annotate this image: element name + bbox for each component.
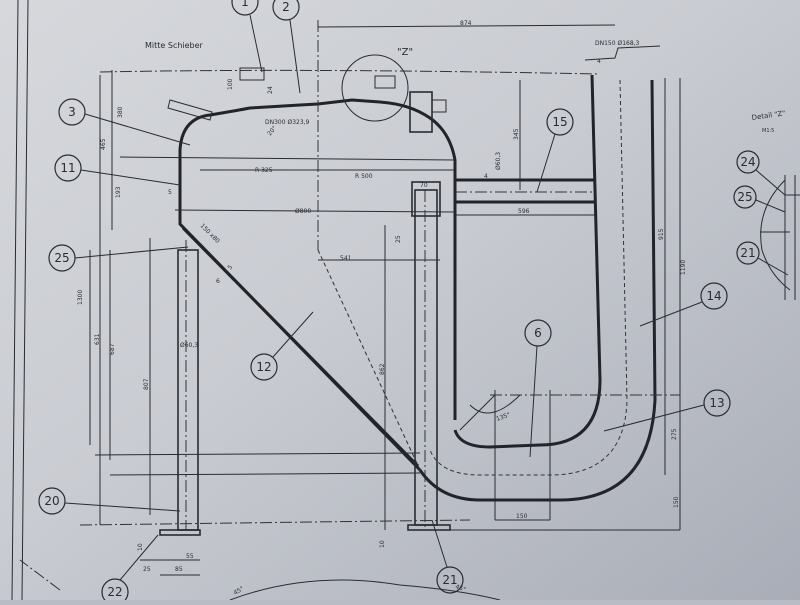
svg-text:1: 1 (241, 0, 249, 9)
balloon-6: 6 (524, 319, 552, 458)
balloon-12: 12 (250, 311, 314, 381)
foot-plate-right (407, 524, 451, 531)
flange-z (374, 75, 396, 89)
dim-55: 55 (186, 553, 194, 560)
dim-100: 100 (227, 78, 234, 90)
dim-465: 465 (100, 138, 107, 150)
detail-balloon-21: 21 (736, 241, 789, 276)
detail-balloon-24: 24 (736, 150, 786, 196)
balloon-22: 22 (101, 534, 159, 605)
dim-4b: 4 (597, 58, 601, 65)
part-balloons: 1 2 3 11 25 12 20 22 21 6 13 14 15 24 25… (38, 0, 789, 605)
dim-541: 541 (340, 255, 352, 262)
sheet-border (11, 0, 19, 601)
sheet-border-inner (21, 0, 29, 601)
dim-70: 70 (420, 182, 428, 189)
svg-text:21: 21 (442, 573, 457, 587)
balloon-25: 25 (48, 244, 189, 272)
balloon-3: 3 (58, 98, 191, 146)
label-mitte-schieber: Mitte Schieber (145, 41, 204, 50)
svg-text:20: 20 (44, 494, 59, 508)
dim-193: 193 (115, 186, 122, 198)
dim-135deg: 135° (495, 411, 511, 423)
dim-85: 85 (175, 566, 183, 573)
svg-text:24: 24 (740, 155, 755, 169)
flange-left (239, 67, 265, 81)
dim-d800: Ø800 (295, 208, 311, 215)
dim-45deg-a: 45° (233, 585, 246, 596)
dim-dn300: DN300 Ø323,9 (265, 119, 310, 126)
svg-text:22: 22 (107, 585, 122, 599)
dim-1300: 1300 (77, 290, 84, 305)
dim-25b: 25 (143, 566, 151, 573)
dim-24: 24 (267, 86, 274, 94)
dim-596: 596 (518, 208, 530, 215)
svg-text:21: 21 (740, 246, 755, 260)
dim-5b: 5 (226, 264, 234, 272)
dim-d603b: Ø60,3 (495, 152, 502, 170)
detail-z-circle (341, 54, 409, 122)
lower-view-arc (229, 579, 501, 601)
svg-text:15: 15 (552, 115, 567, 129)
balloon-14: 14 (639, 282, 728, 327)
svg-text:25: 25 (737, 190, 752, 204)
dim-10b: 10 (137, 543, 144, 551)
balloon-2: 2 (272, 0, 301, 94)
dim-915: 915 (658, 228, 665, 240)
svg-text:13: 13 (709, 396, 724, 410)
svg-text:6: 6 (534, 326, 542, 340)
balloon-15: 15 (536, 108, 574, 193)
dim-631: 631 (94, 333, 101, 345)
dim-r500: R 500 (355, 173, 373, 180)
dim-pipe: DN150 Ø168,3 (595, 40, 640, 47)
detail-z-view (760, 175, 800, 300)
balloon-1: 1 (231, 0, 263, 73)
dim-150-vert: 150 (673, 496, 680, 508)
dim-5: 5 (168, 189, 172, 196)
balloon-20: 20 (38, 487, 181, 515)
svg-text:3: 3 (68, 105, 76, 119)
dim-380: 380 (117, 106, 124, 118)
dim-345: 345 (513, 128, 520, 140)
dim-687: 687 (109, 343, 116, 355)
svg-text:11: 11 (60, 161, 75, 175)
dimension-lines (89, 24, 681, 576)
dimension-texts: 874 DN300 Ø323,9 100 24 20° 465 380 193 … (77, 20, 687, 597)
dim-6: 6 (216, 278, 220, 285)
svg-text:25: 25 (54, 251, 69, 265)
center-lines (19, 20, 601, 591)
detail-z-marker: "Z" (397, 47, 413, 58)
dim-d603: Ø60,3 (180, 342, 198, 349)
dim-807: 807 (143, 378, 150, 390)
dim-4: 4 (484, 173, 488, 180)
svg-text:12: 12 (256, 360, 271, 374)
balloon-13: 13 (603, 389, 731, 432)
support-legs (159, 67, 451, 536)
dim-275: 275 (671, 428, 678, 440)
nozzle (167, 99, 213, 121)
dim-10a: 10 (379, 540, 386, 548)
dim-862: 862 (379, 363, 386, 375)
leg-cap (411, 181, 441, 217)
svg-text:2: 2 (282, 0, 290, 14)
bolt (431, 99, 447, 113)
detail-z-scale: M1:5 (762, 128, 774, 134)
dim-r325: R 325 (255, 167, 273, 174)
balloon-11: 11 (54, 154, 181, 186)
dim-1190: 1190 (680, 260, 687, 275)
foot-plate-left (159, 529, 201, 536)
balloon-21: 21 (431, 519, 464, 594)
dim-874: 874 (460, 20, 472, 27)
detail-balloon-25: 25 (733, 185, 786, 213)
dim-150-horiz: 150 (516, 513, 528, 520)
dim-25: 25 (395, 235, 402, 243)
svg-text:14: 14 (706, 289, 721, 303)
